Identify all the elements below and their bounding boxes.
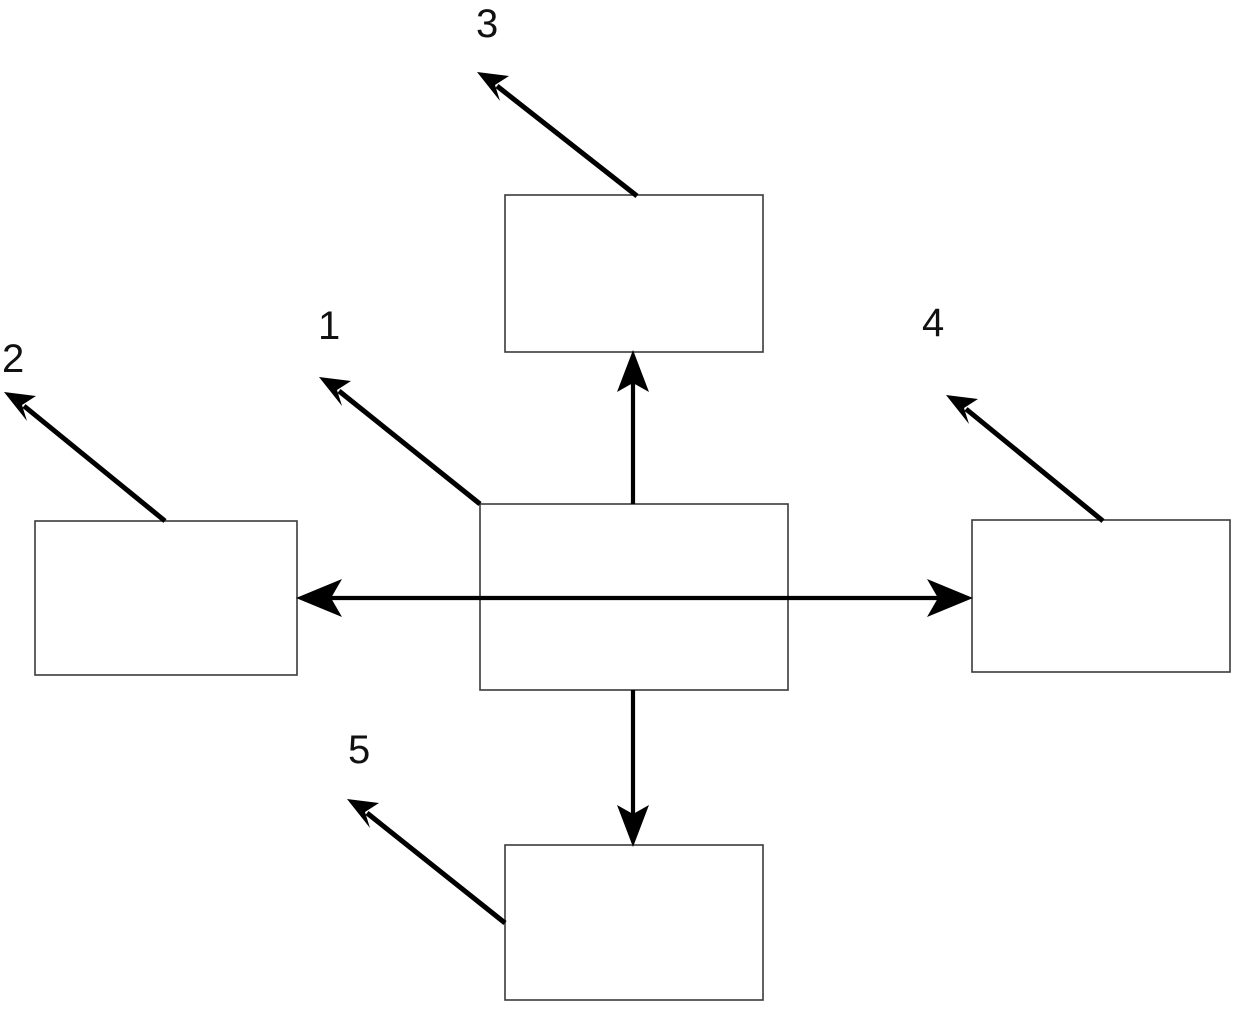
callout-3-leader-shaft	[495, 84, 639, 198]
callout-leader-group	[4, 72, 1105, 925]
connector-center-to-bottom-arrowhead	[617, 805, 649, 847]
connector-center-to-left-arrowhead	[296, 579, 342, 617]
callout-1-leader-arrowhead	[319, 377, 351, 406]
connector-center-to-bottom[interactable]	[617, 690, 649, 847]
callout-label-3: 3	[476, 2, 499, 46]
connector-center-to-right[interactable]	[788, 579, 973, 617]
callout-label-2: 2	[2, 337, 25, 381]
callout-5-leader-arrowhead	[347, 799, 379, 828]
callout-4-leader-shaft	[964, 407, 1105, 523]
callout-4-leader[interactable]	[946, 395, 1105, 523]
callout-label-5: 5	[348, 728, 371, 772]
callout-4-leader-arrowhead	[946, 395, 978, 424]
right-block[interactable]	[971, 519, 1231, 673]
callout-3-leader-arrowhead	[477, 72, 509, 101]
callout-2-leader-shaft	[22, 404, 167, 523]
callout-3-leader[interactable]	[477, 72, 639, 198]
callout-2-leader-arrowhead	[4, 392, 36, 421]
callout-1-leader[interactable]	[319, 377, 482, 506]
bottom-block[interactable]	[504, 844, 764, 1001]
callout-2-leader[interactable]	[4, 392, 167, 523]
top-block[interactable]	[504, 194, 764, 353]
callout-label-4: 4	[922, 301, 945, 345]
connector-center-to-top-arrowhead	[617, 350, 649, 392]
callout-label-1: 1	[318, 304, 341, 348]
connector-center-to-top[interactable]	[617, 350, 649, 504]
connector-center-to-right-arrowhead	[927, 579, 973, 617]
callout-5-leader[interactable]	[347, 799, 507, 925]
connector-center-to-left[interactable]	[296, 579, 788, 617]
callout-1-leader-shaft	[337, 389, 482, 506]
connector-group	[296, 350, 973, 847]
left-block[interactable]	[34, 520, 298, 676]
callout-5-leader-shaft	[365, 811, 507, 925]
